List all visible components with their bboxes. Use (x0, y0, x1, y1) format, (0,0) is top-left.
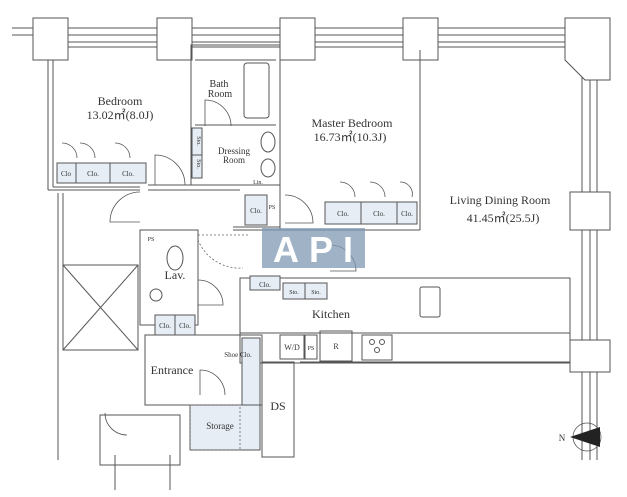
closet-label: Clo. (401, 210, 413, 218)
refrigerator-label: R (333, 342, 339, 351)
linen-label: Lin. (253, 180, 263, 186)
closet-label: Clo (61, 170, 72, 178)
closet-label: Clo. (87, 170, 99, 178)
column (569, 191, 611, 231)
dressing-label-1: Dressing (218, 146, 250, 156)
storage-shelf-label: Sto. (195, 159, 201, 169)
ps-label: PS (269, 205, 276, 211)
storage-shelf-label: Sto. (311, 290, 321, 296)
ps-label: PS (148, 237, 155, 243)
column (279, 17, 316, 61)
kitchen-label: Kitchen (312, 307, 350, 321)
storage-shelf-label: Sto. (195, 136, 201, 146)
north-compass-icon: N (559, 422, 602, 452)
column (32, 17, 69, 61)
storage-shelf-label: Sto. (289, 290, 299, 296)
ds-label: DS (270, 399, 285, 413)
column (564, 17, 611, 81)
bath-label-1: Bath (210, 79, 229, 90)
closet-label: Clo. (122, 170, 134, 178)
exterior-walls (12, 17, 611, 460)
closet-label: Clo. (159, 322, 171, 330)
entrance-label: Entrance (151, 363, 194, 377)
bath-label-2: Room (208, 89, 233, 100)
bedroom-label: Bedroom (98, 94, 143, 108)
column (156, 17, 193, 61)
closet-label: Clo. (259, 281, 271, 289)
lav-label: Lav. (165, 268, 186, 282)
storage-label: Storage (206, 421, 234, 431)
closet-label: Clo. (250, 207, 262, 215)
master-bedroom-area: 16.73㎡(10.3J) (314, 130, 387, 144)
dressing-label-2: Room (223, 155, 245, 165)
watermark: API (273, 229, 363, 270)
living-label: Living Dining Room (450, 193, 551, 207)
closet-label: Clo. (373, 210, 385, 218)
master-bedroom-label: Master Bedroom (312, 116, 394, 130)
compass-north-label: N (559, 433, 566, 443)
watermark-bg (262, 228, 365, 268)
column (569, 339, 611, 373)
washer-dryer-label: W/D (284, 343, 300, 352)
closet-label: Clo. (337, 210, 349, 218)
closet-label: Clo. (179, 322, 191, 330)
living-area: 41.45㎡(25.5J) (467, 211, 540, 225)
shoe-closet-label: Shoe Clo. (224, 351, 252, 359)
bedroom-area: 13.02㎡(8.0J) (87, 108, 154, 122)
ps-label: PS (308, 346, 315, 352)
interior-walls (62, 44, 571, 490)
closets (56, 127, 418, 451)
